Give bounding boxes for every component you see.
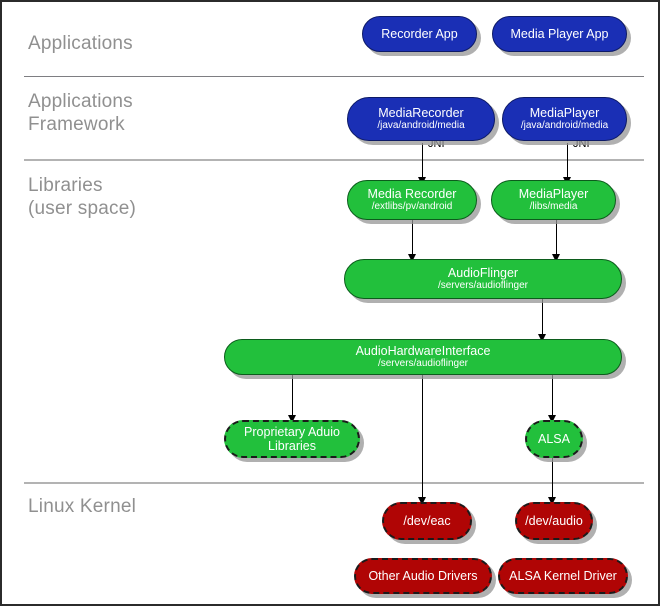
node-alsa-kernel-driver[interactable]: ALSA Kernel Driver bbox=[498, 558, 628, 594]
node-mediaplayer-lib-title: MediaPlayer bbox=[518, 187, 589, 201]
node-mediarecorder-framework[interactable]: MediaRecorder /java/android/media bbox=[347, 97, 495, 141]
arrowhead-mediaplayer-to-audioflinger bbox=[552, 254, 560, 262]
node-mediaplayer-lib[interactable]: MediaPlayer /libs/media bbox=[491, 180, 616, 220]
arrowhead-ahi-to-alsa bbox=[548, 415, 556, 423]
node-dev-audio-title: /dev/audio bbox=[525, 514, 583, 528]
node-media-recorder-lib[interactable]: Media Recorder /extlibs/pv/android bbox=[347, 180, 477, 220]
node-media-player-app-title: Media Player App bbox=[510, 27, 609, 41]
lane-label-applications: Applications bbox=[28, 33, 133, 54]
node-dev-audio[interactable]: /dev/audio bbox=[515, 502, 593, 540]
node-audioflinger[interactable]: AudioFlinger /servers/audioflinger bbox=[344, 259, 622, 299]
edge-label-jni-recorder: JNI bbox=[428, 138, 445, 150]
node-mediaplayer-framework-title: MediaPlayer bbox=[529, 106, 600, 120]
arrowhead-alsa-to-dev-audio bbox=[548, 497, 556, 505]
node-media-recorder-lib-title: Media Recorder bbox=[367, 187, 457, 201]
edge-label-jni-player: JNI bbox=[573, 138, 590, 150]
node-other-audio-drivers[interactable]: Other Audio Drivers bbox=[354, 558, 492, 594]
divider-applications bbox=[24, 76, 644, 77]
arrowhead-audioflinger-to-ahi bbox=[538, 334, 546, 342]
node-media-recorder-lib-path: /extlibs/pv/android bbox=[371, 201, 453, 212]
arrowhead-media-recorder-to-audioflinger bbox=[408, 254, 416, 262]
connector-media-recorder-to-audioflinger bbox=[412, 220, 413, 260]
node-alsa-title: ALSA bbox=[538, 432, 570, 446]
lane-label-libraries: Libraries (user space) bbox=[28, 175, 136, 219]
node-audioflinger-path: /servers/audioflinger bbox=[437, 280, 529, 291]
connector-mediarecorder-jni bbox=[422, 143, 423, 182]
node-audioflinger-title: AudioFlinger bbox=[447, 266, 519, 280]
node-audiohardwareinterface-path: /servers/audioflinger bbox=[377, 358, 469, 369]
connector-ahi-to-proprietary bbox=[292, 375, 293, 421]
connector-alsa-to-dev-audio bbox=[552, 458, 553, 503]
node-alsa-kernel-driver-title: ALSA Kernel Driver bbox=[509, 569, 617, 583]
connector-ahi-to-alsa bbox=[552, 375, 553, 421]
node-proprietary-audio-libraries[interactable]: Proprietary Aduio Libraries bbox=[224, 420, 360, 458]
node-mediarecorder-framework-path: /java/android/media bbox=[377, 120, 465, 131]
arrowhead-ahi-to-dev-eac bbox=[418, 497, 426, 505]
node-audiohardwareinterface-title: AudioHardwareInterface bbox=[355, 344, 491, 358]
connector-mediaplayer-jni bbox=[567, 143, 568, 182]
node-mediaplayer-lib-path: /libs/media bbox=[529, 201, 578, 212]
node-dev-eac-title: /dev/eac bbox=[403, 514, 451, 528]
lane-label-linux-kernel: Linux Kernel bbox=[28, 496, 137, 517]
connector-ahi-to-dev-eac bbox=[422, 375, 423, 503]
divider-kernel bbox=[24, 482, 644, 484]
node-mediaplayer-framework[interactable]: MediaPlayer /java/android/media bbox=[502, 97, 627, 141]
lane-label-applications-framework: Applications Framework bbox=[28, 91, 133, 135]
node-mediarecorder-framework-title: MediaRecorder bbox=[378, 106, 464, 120]
node-mediaplayer-framework-path: /java/android/media bbox=[520, 120, 609, 131]
arrowhead-ahi-to-proprietary bbox=[288, 415, 296, 423]
node-recorder-app[interactable]: Recorder App bbox=[362, 16, 477, 52]
node-dev-eac[interactable]: /dev/eac bbox=[382, 502, 472, 540]
node-proprietary-audio-libraries-title: Proprietary Aduio bbox=[244, 425, 340, 439]
divider-framework bbox=[24, 159, 644, 161]
connector-mediaplayer-to-audioflinger bbox=[556, 220, 557, 260]
connector-audioflinger-to-ahi bbox=[542, 299, 543, 341]
node-other-audio-drivers-title: Other Audio Drivers bbox=[368, 569, 478, 583]
node-recorder-app-title: Recorder App bbox=[381, 27, 458, 41]
node-media-player-app[interactable]: Media Player App bbox=[492, 16, 627, 52]
node-proprietary-audio-libraries-title2: Libraries bbox=[268, 439, 316, 453]
node-alsa[interactable]: ALSA bbox=[525, 420, 583, 458]
node-audiohardwareinterface[interactable]: AudioHardwareInterface /servers/audiofli… bbox=[224, 339, 622, 375]
